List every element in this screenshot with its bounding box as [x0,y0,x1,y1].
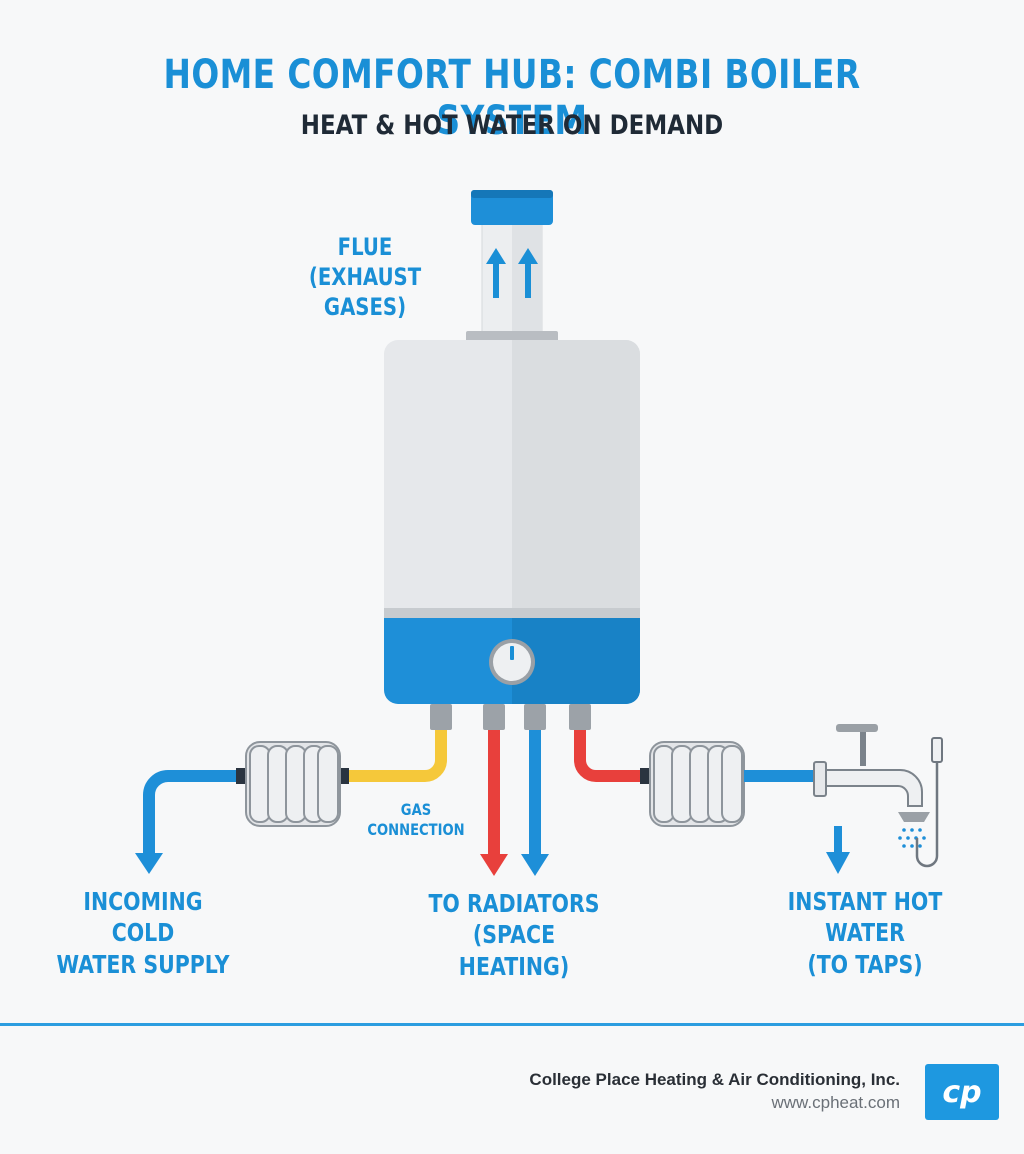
company-logo: cp [925,1064,999,1120]
pipe-connectors [430,704,591,730]
hot-water-label: INSTANT HOT WATER (TO TAPS) [754,886,975,980]
hot-water-label-line2: (TO TAPS) [807,949,923,979]
flue [466,190,558,342]
hot-water-down-arrow-icon [826,852,850,874]
flue-label: FLUE (EXHAUST GASES) [275,232,455,322]
gas-pipe [346,730,447,782]
hot-water-label-line1: INSTANT HOT WATER [787,887,943,948]
gas-connection-label: GAS CONNECTION [367,800,465,839]
company-url[interactable]: www.cpheat.com [771,1093,901,1112]
radiator-right [649,741,745,827]
tap-icon [813,724,930,848]
control-dial-icon[interactable] [489,639,535,685]
radiators-label-line1: TO RADIATORS [428,889,600,918]
radiator-return-down-arrow-icon [521,854,549,876]
cold-water-down-arrow-icon [135,853,163,874]
radiator-flow-down-arrow-icon [480,854,508,876]
flue-label-line2: (EXHAUST GASES) [308,263,422,321]
combi-boiler-diagram [135,190,943,876]
boiler-unit [384,340,640,704]
radiator-return-pipe [521,730,549,876]
cold-water-label: INCOMING COLD WATER SUPPLY [49,886,238,980]
company-name: College Place Heating & Air Conditioning… [529,1070,900,1089]
flue-label-line1: FLUE [337,233,393,261]
footer-divider [0,1023,1024,1026]
cold-water-label-line2: WATER SUPPLY [56,949,230,979]
flue-up-arrow-icon [486,248,538,298]
cold-water-pipe [143,770,242,855]
radiators-label-line2: (SPACE HEATING) [458,920,570,981]
page-subtitle: HEAT & HOT WATER ON DEMAND [300,110,724,141]
page-title: HOME COMFORT HUB: COMBI BOILER SYSTEM [163,52,861,144]
radiator-flow-pipe [480,730,508,876]
cold-water-label-line1: INCOMING COLD [83,887,203,948]
hot-water-pipe [574,730,646,782]
shower-hose-icon [915,737,943,868]
radiator-left [245,741,341,827]
radiators-label: TO RADIATORS (SPACE HEATING) [416,888,613,982]
company-info: College Place Heating & Air Conditioning… [529,1070,900,1113]
